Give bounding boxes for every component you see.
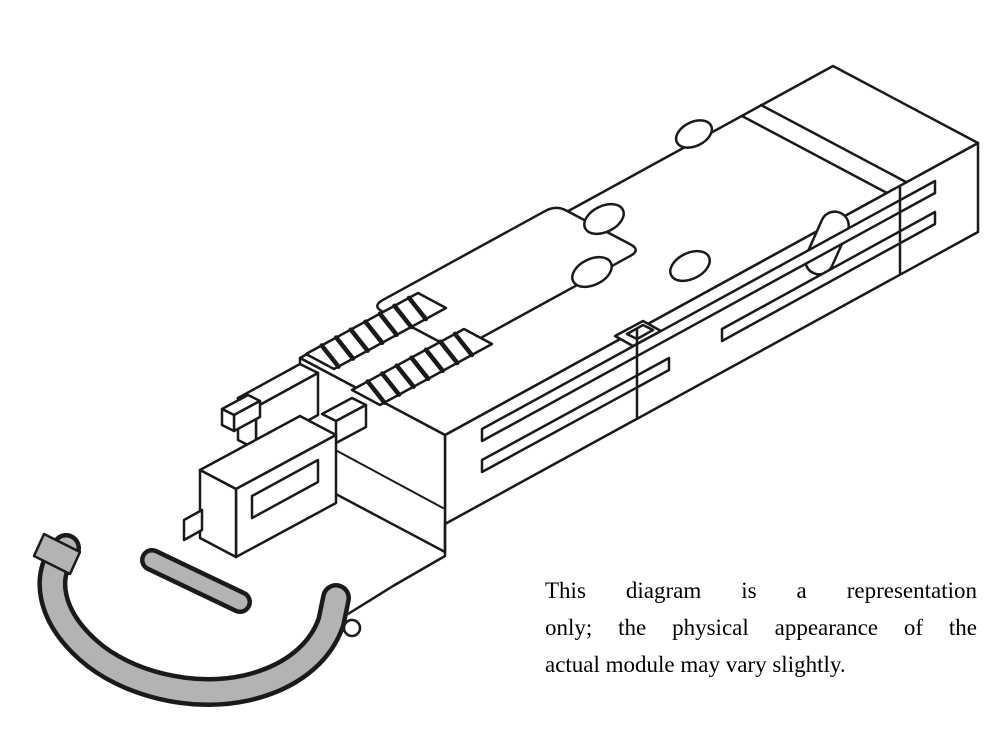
edge-notch [674,119,714,149]
hatch-marks [365,331,475,405]
vent-holes [571,202,711,289]
caption-line-3: actual module may vary slightly. [545,652,846,677]
bale-clasp [32,532,351,707]
access-window [376,206,637,350]
caption-line-1: This diagram is a representation [545,578,977,603]
bale-clasp-band [42,537,347,703]
vent-hole [571,255,613,289]
connector-snout [182,414,338,559]
hatch-marks [319,295,429,369]
seam-lines [740,103,908,195]
side-grooves [480,179,937,474]
hatch-grip-band [350,327,494,407]
caption-line-2: only; the physical appearance of the [545,615,977,640]
clasp-end-tab [32,532,82,576]
caption: This diagram is a representation only; t… [545,572,977,683]
snout-tab [182,508,204,542]
clasp-crossbar [144,552,248,610]
module-drawing-root [32,64,980,707]
hatch-grip-band [304,291,448,371]
vent-hole [669,249,711,283]
pivot-pin [342,618,362,638]
bottom-lip [346,522,447,616]
vent-hole [583,202,625,236]
